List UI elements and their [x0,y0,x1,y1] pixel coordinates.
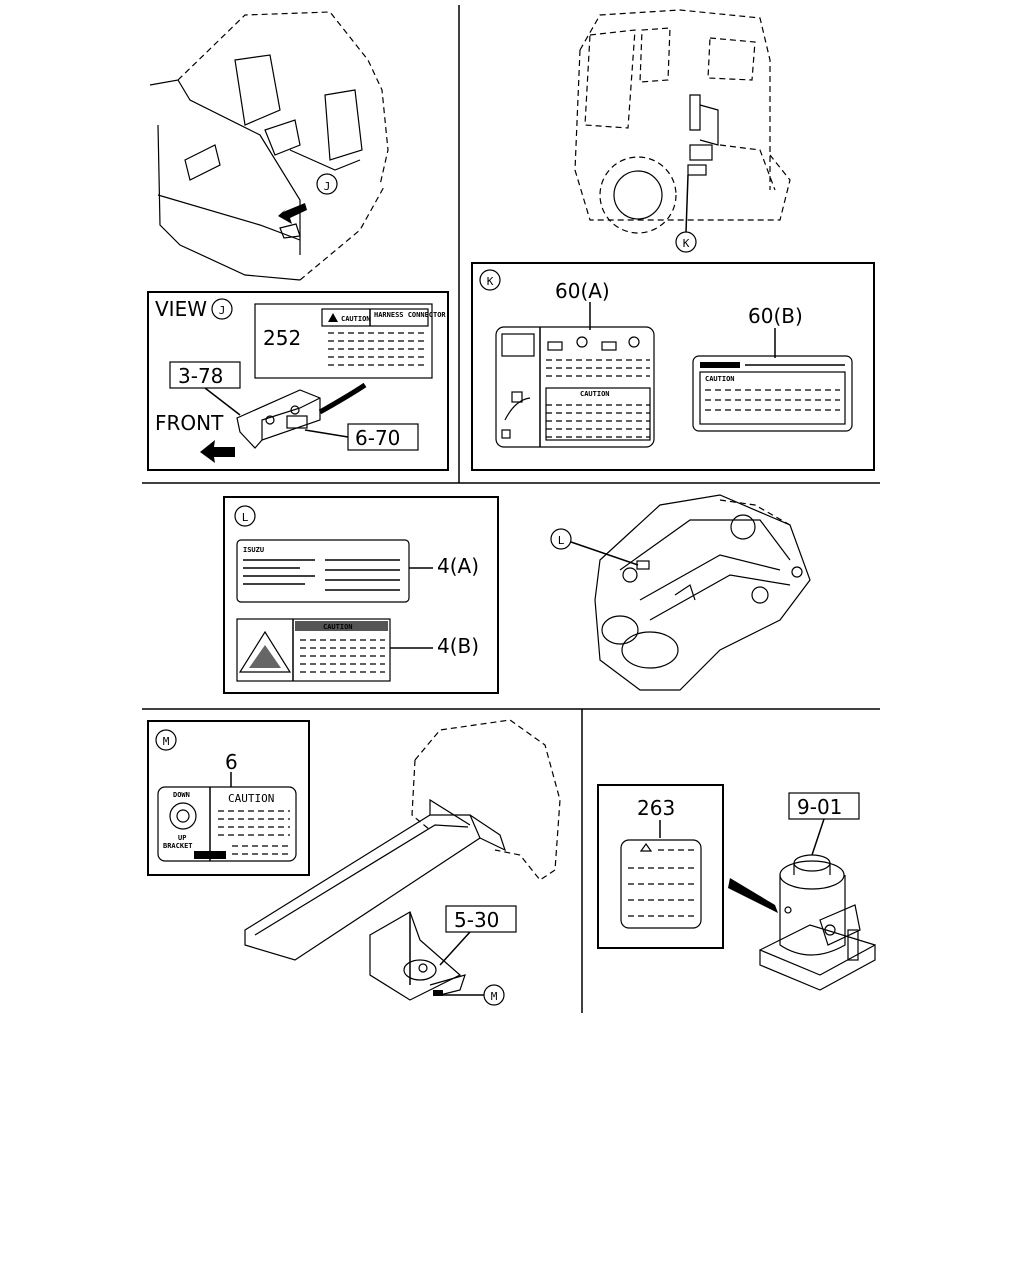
svg-text:ISUZU: ISUZU [243,546,264,554]
svg-text:K: K [683,237,690,250]
label-4a [236,539,410,603]
label-6 [157,786,297,862]
part-4b: 4(B) [437,634,479,658]
svg-text:CAUTION: CAUTION [323,623,353,631]
callout-j: J [316,173,338,195]
svg-text:DOWN: DOWN [173,791,190,799]
part-3-78: 3-78 [178,364,223,388]
svg-text:CAUTION: CAUTION [228,792,274,805]
callout-m-frame: M [483,984,505,1006]
svg-text:HARNESS CONNECTOR: HARNESS CONNECTOR [374,311,446,319]
svg-text:CAUTION: CAUTION [341,315,371,323]
svg-text:J: J [219,304,226,317]
callout-l-engine: L [550,528,639,566]
svg-text:J: J [324,180,331,193]
truck-exterior-drawing [574,9,791,234]
section-dividers [142,5,880,1013]
part-263: 263 [637,796,675,820]
part-9-01: 9-01 [797,795,842,819]
svg-text:BRACKET: BRACKET [163,842,193,850]
svg-text:M: M [163,735,170,748]
svg-text:UP: UP [178,834,186,842]
front-label: FRONT [155,411,224,435]
view-m-panel: M 6 CAUTION DOWN UP BRACKET TIRE [147,720,310,876]
part-6-70: 6-70 [355,426,400,450]
part-60b: 60(B) [748,304,803,328]
label-60a [495,326,655,448]
svg-text:CAUTION: CAUTION [705,375,735,383]
engine-drawing [594,494,811,691]
svg-text:TIRE: TIRE [200,852,217,860]
part-6: 6 [225,750,238,774]
svg-text:K: K [487,275,494,288]
cab-interior-drawing [149,11,389,281]
jack-panel: 263 [597,784,778,949]
view-l-panel: L ISUZU 4(A) CAUTION 4(B) [223,496,499,694]
svg-text:CAUTION: CAUTION [580,390,610,398]
label-60b [692,355,853,432]
svg-text:L: L [558,534,565,547]
part-5-30: 5-30 [454,908,499,932]
front-arrow-icon [200,440,235,463]
part-4a: 4(A) [437,554,479,578]
view-j-panel: VIEW J CAUTION HARNESS CONNECTOR 252 3-7… [147,291,449,471]
frame-drawing: 5-30 [244,719,561,1001]
label-4b [236,618,391,682]
part-252: 252 [263,326,301,350]
view-j-title: VIEW [155,297,207,321]
svg-text:L: L [242,511,249,524]
label-252 [254,303,433,379]
callout-k-top: K [675,231,697,253]
svg-text:M: M [491,990,498,1003]
label-263 [620,839,702,929]
bottle-jack-drawing: 9-01 [759,792,876,991]
part-60a: 60(A) [555,279,610,303]
view-k-panel: K 60(A) 60(B) CAUTION CAUTION [471,262,875,471]
